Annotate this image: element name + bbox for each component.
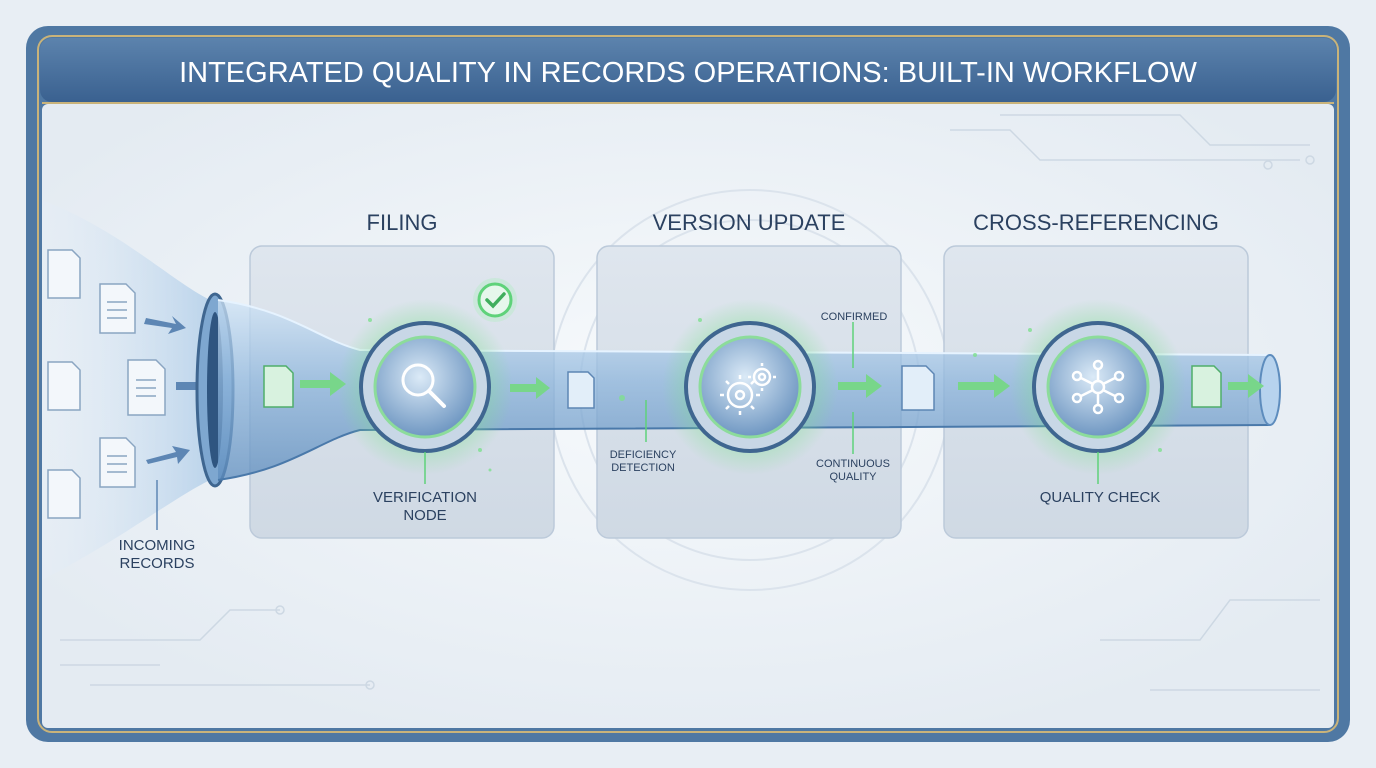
header-bar bbox=[40, 38, 1336, 102]
verification-label-line1: VERIFICATION bbox=[373, 489, 477, 506]
stage-title-cross-referencing: CROSS-REFERENCING bbox=[973, 210, 1219, 235]
stage-title-filing: FILING bbox=[367, 210, 438, 235]
incoming-stream bbox=[42, 200, 210, 580]
annotation-continuous-line2: QUALITY bbox=[829, 471, 877, 483]
incoming-label-line1: INCOMING bbox=[119, 537, 196, 554]
sparkle-decor bbox=[368, 318, 1162, 472]
annotation-deficiency-line2: DETECTION bbox=[611, 462, 675, 474]
network-icon bbox=[1071, 359, 1125, 415]
quality-check-node bbox=[1010, 299, 1186, 475]
check-badge-icon bbox=[473, 278, 517, 322]
flow-arrows bbox=[300, 372, 1264, 399]
verification-label-line2: NODE bbox=[403, 507, 446, 524]
gears-icon bbox=[720, 363, 776, 415]
quality-check-label: QUALITY CHECK bbox=[1040, 489, 1161, 506]
annotation-deficiency-line1: DEFICIENCY bbox=[610, 449, 677, 461]
annotation-continuous-line1: CONTINUOUS bbox=[816, 458, 890, 470]
stage-title-version-update: VERSION UPDATE bbox=[653, 210, 846, 235]
magnifier-icon bbox=[401, 363, 446, 408]
gold-border bbox=[37, 35, 1339, 733]
version-update-node bbox=[662, 299, 838, 475]
pipe-end bbox=[1259, 354, 1281, 426]
page-title: INTEGRATED QUALITY IN RECORDS OPERATIONS… bbox=[179, 57, 1197, 89]
flow-documents bbox=[263, 365, 1222, 411]
incoming-label-line2: RECORDS bbox=[119, 555, 194, 572]
verification-node bbox=[337, 299, 513, 475]
annotation-confirmed: CONFIRMED bbox=[821, 311, 888, 323]
circuit-decor bbox=[60, 114, 1320, 691]
incoming-documents bbox=[47, 249, 166, 519]
